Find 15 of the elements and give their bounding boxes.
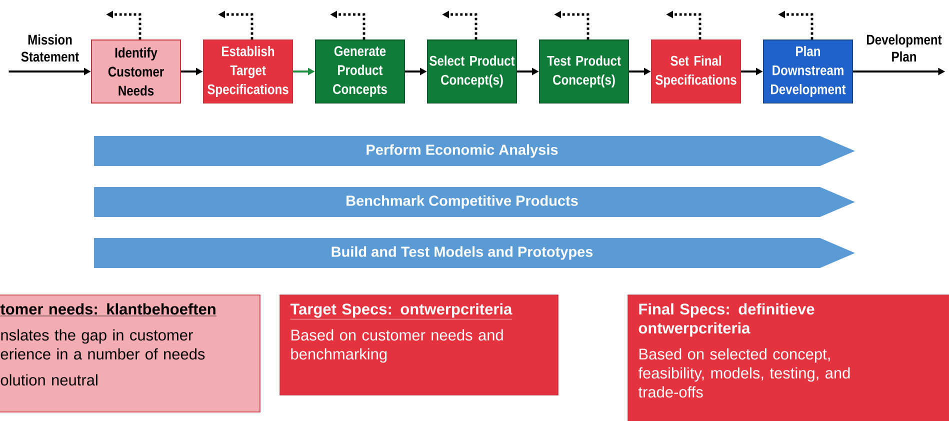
process-box: Select Product Concept(s) (427, 40, 517, 104)
activity-banner: Benchmark Competitive Products (94, 187, 855, 217)
process-box: Identify Customer Needs (91, 40, 181, 104)
process-box: Establish Target Specifications (203, 40, 293, 104)
info-box: Final Specs: definitieve ontwerpcriteria Based on selected concept, feasibility, models, testing, and trade-offs (628, 294, 949, 421)
process-box: Generate Product Concepts (315, 40, 405, 104)
process-box: Set Final Specifications (651, 40, 741, 104)
activity-banner: Perform Economic Analysis (94, 136, 855, 166)
step-label: Mission Statement (21, 34, 79, 62)
process-box: Plan Downstream Development (763, 40, 853, 104)
activity-banner: Build and Test Models and Prototypes (94, 238, 855, 268)
step-label: Development Plan (867, 34, 942, 62)
process-box: Test Product Concept(s) (539, 40, 629, 104)
info-box: Target Specs: ontwerpcriteria Based on customer needs and benchmarking (280, 294, 558, 396)
info-box: tomer needs: klantbehoeften nslates the gap in customer erience in a number of needs olution neutral (0, 294, 260, 412)
